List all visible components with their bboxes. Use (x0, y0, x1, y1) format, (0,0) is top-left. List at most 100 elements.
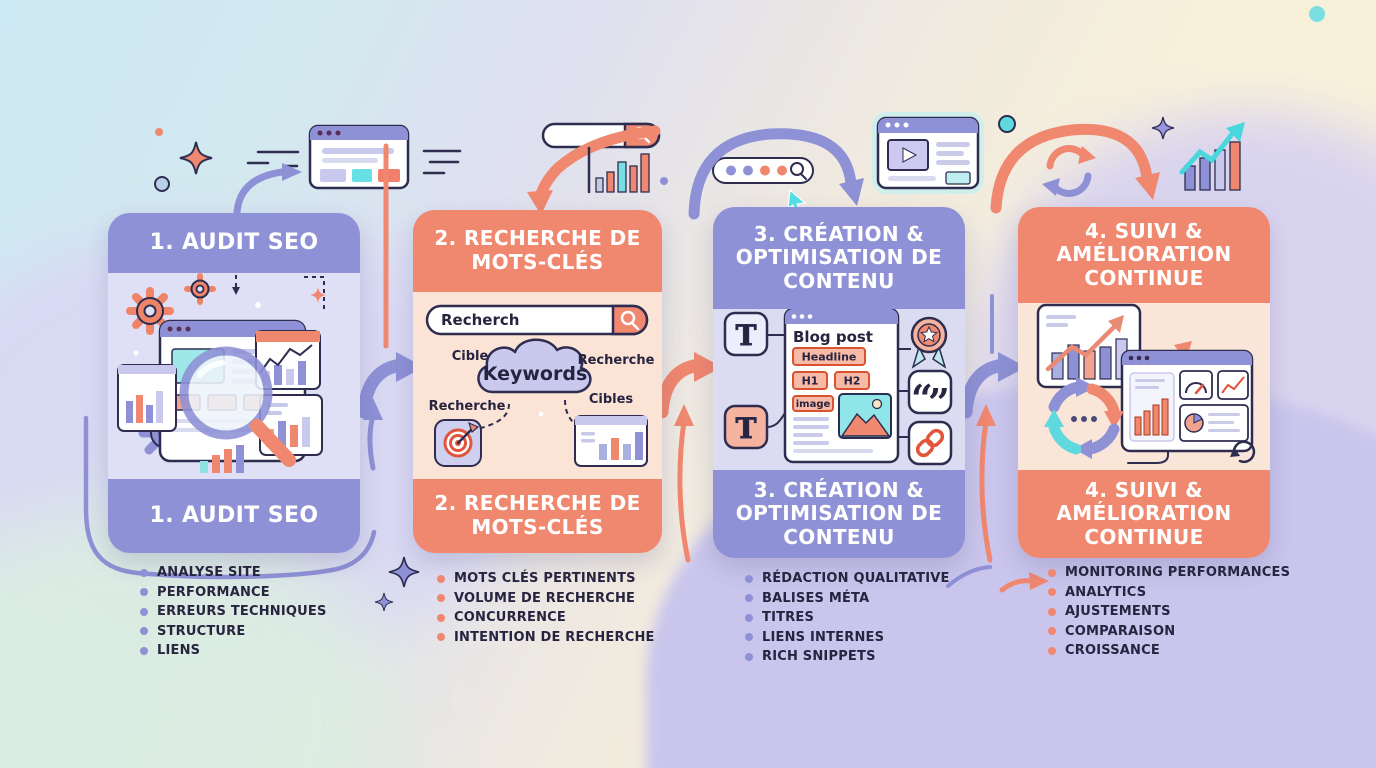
sparkle-icon (388, 556, 420, 588)
step-3-footer: 3. CRÉATION & OPTIMISATION DE CONTENU (713, 470, 965, 558)
content-illustration: T T Blog post Headline H1 H2 image (723, 309, 953, 466)
step-4-title: 4. SUIVI & AMÉLIORATION CONTINUE (1056, 218, 1232, 290)
svg-text:”: ” (928, 380, 950, 425)
sparkle-icon (1151, 116, 1175, 140)
badge-icon (910, 316, 948, 369)
bullet-dot (1048, 607, 1056, 616)
dashboard-window (1120, 349, 1254, 453)
left-chart-card (117, 364, 177, 432)
teal-dot-icon (998, 115, 1016, 133)
bullet-dot (1048, 568, 1056, 577)
sparkle-icon (374, 592, 394, 612)
flow-arrow-3-4 (959, 352, 1026, 419)
bullet-text: PERFORMANCE (157, 584, 270, 600)
white-dot (255, 302, 261, 308)
video-browser-icon (872, 112, 984, 194)
dot-icon (155, 128, 163, 136)
refresh-icon (1230, 440, 1256, 463)
flow-arrow-1-2 (357, 352, 424, 419)
step-2-footer: 2. RECHERCHE DE MOTS-CLÉS (413, 479, 662, 553)
connector-line (1127, 450, 1169, 464)
t-top-label: T (736, 319, 757, 352)
step-card-3: 3. CRÉATION & OPTIMISATION DE CONTENU T … (713, 207, 965, 558)
coral-arc-arrow-icon (990, 123, 1160, 214)
gear-icon (126, 287, 174, 335)
step-1-footer: 1. AUDIT SEO (108, 479, 360, 553)
bullet-text: RÉDACTION QUALITATIVE (762, 571, 950, 586)
bullet-text: CONCURRENCE (454, 610, 566, 625)
step-1-bullet-list: ANALYSE SITE PERFORMANCE ERREURS TECHNIQ… (140, 565, 327, 663)
bullet-text: LIENS (157, 643, 201, 658)
dots-pill-icon (712, 157, 814, 184)
list-item: MOTS CLÉS PERTINENTS (437, 571, 655, 586)
step-3-illustration: T T Blog post Headline H1 H2 image (713, 309, 965, 470)
bullet-text: VOLUME DE RECHERCHE (454, 590, 636, 606)
bullet-text: LIENS INTERNES (762, 629, 885, 645)
step-1-footer-label: 1. AUDIT SEO (149, 503, 319, 529)
text-tool-icon: T (723, 404, 769, 450)
list-item: MONITORING PERFORMANCES (1048, 565, 1290, 580)
circle-dot-icon (154, 176, 170, 192)
list-item: RICH SNIPPETS (745, 649, 950, 664)
list-item: ANALYTICS (1048, 585, 1290, 600)
search-value: Recherch (441, 311, 519, 329)
step-2-footer-label: 2. RECHERCHE DE MOTS-CLÉS (434, 491, 641, 539)
bullet-text: BALISES MÉTA (762, 590, 870, 606)
dashed-arrowhead (232, 287, 240, 295)
step-1-title: 1. AUDIT SEO (149, 230, 319, 256)
monitoring-illustration (1036, 303, 1256, 464)
target-icon (434, 419, 482, 467)
bullet-text: TITRES (762, 610, 815, 625)
list-item: LIENS INTERNES (745, 630, 950, 645)
cloud-label-bottom-right: Cibles (589, 392, 634, 407)
bullet-dot (437, 574, 445, 583)
quote-icon: “ ” (907, 369, 953, 425)
list-item: RÉDACTION QUALITATIVE (745, 571, 950, 586)
up-arrow-icon (674, 404, 694, 563)
svg-text:“: “ (911, 376, 933, 421)
bullet-dot (1048, 627, 1056, 635)
speed-lines (246, 150, 300, 168)
step-3-title: 3. CRÉATION & OPTIMISATION DE CONTENU (735, 221, 943, 293)
list-item: STRUCTURE (140, 624, 327, 639)
search-field: Recherch (425, 304, 649, 336)
keywords-cloud: Keywords (477, 338, 592, 394)
bullet-text: MONITORING PERFORMANCES (1065, 565, 1291, 580)
cloud-label: Keywords (483, 363, 588, 385)
white-dot (538, 411, 544, 417)
step-2-bullet-list: MOTS CLÉS PERTINENTS VOLUME DE RECHERCHE… (437, 571, 655, 649)
bullet-text: ERREURS TECHNIQUES (157, 604, 327, 619)
curve-under-card1 (83, 415, 377, 580)
step-4-footer: 4. SUIVI & AMÉLIORATION CONTINUE (1018, 470, 1270, 558)
list-item: AJUSTEMENTS (1048, 604, 1290, 619)
list-item: ERREURS TECHNIQUES (140, 604, 327, 619)
keyword-illustration: Recherch Keywords Cible Recherche Recher… (425, 304, 655, 467)
step-3-header: 3. CRÉATION & OPTIMISATION DE CONTENU (713, 207, 965, 309)
bullet-text: MOTS CLÉS PERTINENTS (454, 571, 636, 586)
bullet-dot (745, 574, 753, 583)
dashed-connectors (480, 399, 584, 431)
bullet-text: ANALYTICS (1065, 584, 1147, 600)
headline-label: Headline (802, 351, 857, 364)
list-item: VOLUME DE RECHERCHE (437, 591, 655, 606)
up-arrow-icon (363, 398, 383, 471)
step-card-2: 2. RECHERCHE DE MOTS-CLÉS Recherch Keywo… (413, 210, 662, 553)
bullet-dot (745, 652, 753, 661)
teal-dot-icon (1309, 6, 1325, 22)
bullet-text: RICH SNIPPETS (762, 649, 876, 664)
bullet-dot (745, 594, 753, 602)
h2-label: H2 (844, 375, 861, 388)
bullet-text: INTENTION DE RECHERCHE (454, 629, 655, 645)
line-chart-card (255, 330, 321, 390)
cloud-label-top-left: Cible (452, 349, 489, 364)
audit-illustration (117, 273, 326, 473)
list-item: BALISES MÉTA (745, 591, 950, 606)
bullet-dot (437, 594, 445, 602)
list-item: INTENTION DE RECHERCHE (437, 630, 655, 645)
bullet-dot (140, 568, 148, 577)
text-tool-icon: T (723, 311, 769, 357)
bullet-text: CROISSANCE (1065, 643, 1160, 658)
growth-chart-icon (1179, 122, 1245, 191)
link-icon (907, 420, 953, 466)
browser-window-icon (308, 124, 410, 190)
